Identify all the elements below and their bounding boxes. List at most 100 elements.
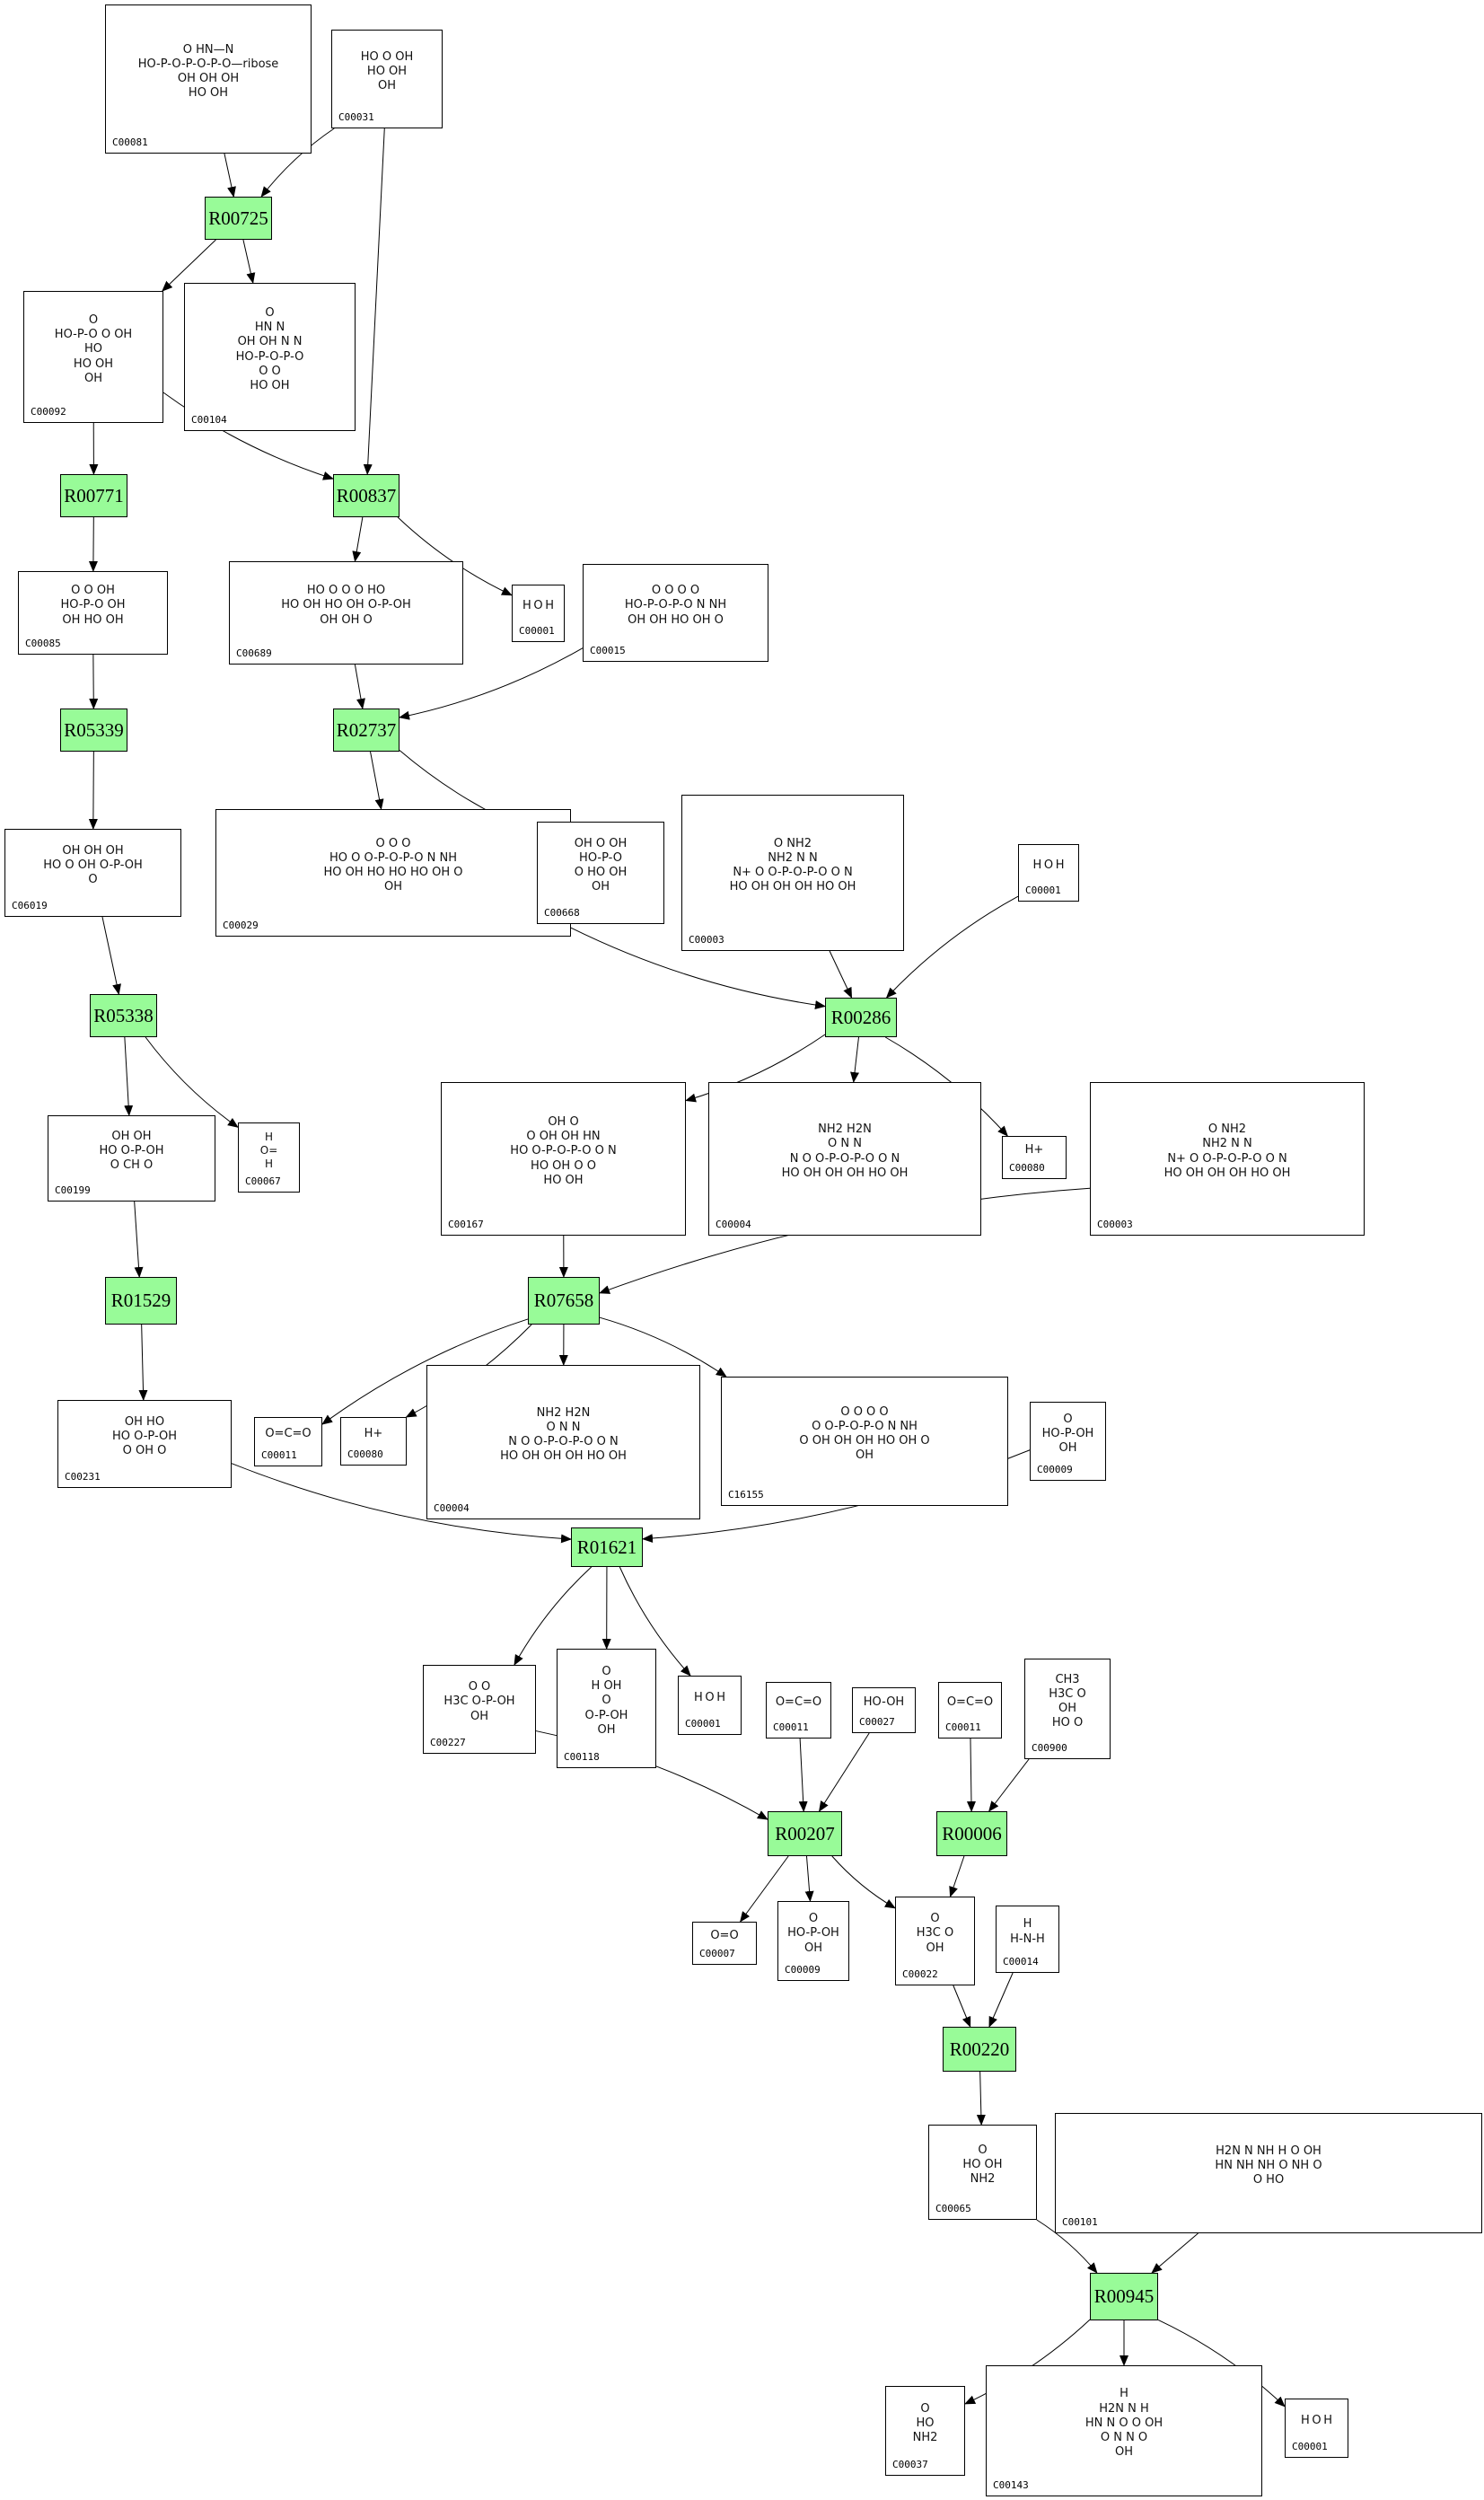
compound-id-label: C00015 bbox=[590, 645, 626, 656]
structure-line: HO O O-P-O-P-O N NH bbox=[329, 850, 457, 865]
structure-formula: H+ bbox=[347, 1423, 400, 1445]
reaction-node-r05338[interactable]: R05338 bbox=[90, 994, 157, 1037]
structure-formula: H+ bbox=[1008, 1142, 1060, 1158]
structure-line: HO OH OH OH HO OH bbox=[500, 1449, 627, 1464]
compound-id-label: C00900 bbox=[1032, 1742, 1067, 1754]
reaction-node-r00286[interactable]: R00286 bbox=[825, 998, 897, 1037]
structure-line: HO O O O HO bbox=[306, 584, 386, 598]
reaction-node-r00945[interactable]: R00945 bbox=[1090, 2273, 1158, 2320]
reaction-node-r01621[interactable]: R01621 bbox=[571, 1527, 643, 1567]
structure-line: O bbox=[808, 1912, 819, 1926]
structure-line: O-P-OH bbox=[584, 1708, 628, 1722]
structure-line: HO OH HO OH O-P-OH bbox=[281, 598, 411, 612]
structure-line: HO bbox=[916, 2416, 935, 2430]
reaction-node-r01529[interactable]: R01529 bbox=[105, 1277, 177, 1325]
reaction-node-r00207[interactable]: R00207 bbox=[768, 1811, 842, 1856]
reaction-node-r00837[interactable]: R00837 bbox=[333, 474, 400, 517]
structure-line: O O O O bbox=[840, 1404, 889, 1419]
edge-c00027-to-r00207 bbox=[818, 1732, 870, 1812]
structure-line: NH2 N N bbox=[1202, 1137, 1252, 1151]
edge-r01529-to-c00231 bbox=[138, 1324, 148, 1401]
structure-line: O OH OH HN bbox=[526, 1130, 601, 1144]
edge-r00207-to-c00009b bbox=[804, 1855, 814, 1902]
structure-line: O bbox=[88, 312, 99, 327]
compound-node-c00080[interactable]: H+C00080 bbox=[1002, 1136, 1067, 1179]
structure-line: O O O bbox=[375, 836, 411, 850]
structure-line: OH HO OH bbox=[62, 612, 124, 627]
reaction-node-r02737[interactable]: R02737 bbox=[333, 709, 400, 752]
structure-formula: H O H bbox=[518, 591, 558, 621]
reaction-node-r00006[interactable]: R00006 bbox=[936, 1811, 1007, 1856]
reaction-node-r00725[interactable]: R00725 bbox=[205, 197, 272, 240]
reaction-node-r07658[interactable]: R07658 bbox=[528, 1277, 600, 1325]
edge-c00003a-to-r00286 bbox=[829, 950, 853, 999]
compound-id-label: C00014 bbox=[1003, 1956, 1039, 1967]
compound-node-c00080[interactable]: H+C00080 bbox=[340, 1417, 407, 1466]
structure-line: HO-P-OH bbox=[787, 1926, 839, 1941]
structure-formula: H O H bbox=[1291, 2405, 1342, 2437]
reaction-node-r05339[interactable]: R05339 bbox=[60, 709, 127, 752]
structure-line: HO OH OH OH HO OH bbox=[781, 1166, 909, 1180]
structure-line: CH3 bbox=[1055, 1672, 1080, 1686]
compound-id-label: C00199 bbox=[55, 1184, 91, 1196]
reaction-node-r00220[interactable]: R00220 bbox=[943, 2027, 1016, 2072]
compound-id-label: C00003 bbox=[1097, 1219, 1133, 1230]
structure-line: O O-P-O-P-O N NH bbox=[812, 1419, 918, 1433]
reaction-node-r00771[interactable]: R00771 bbox=[60, 474, 127, 517]
structure-line: N+ O O-P-O-P-O O N bbox=[1167, 1151, 1287, 1166]
compound-id-label: C00029 bbox=[223, 920, 259, 931]
compound-id-label: C00143 bbox=[993, 2479, 1029, 2491]
structure-line: HN N O O OH bbox=[1084, 2416, 1163, 2430]
